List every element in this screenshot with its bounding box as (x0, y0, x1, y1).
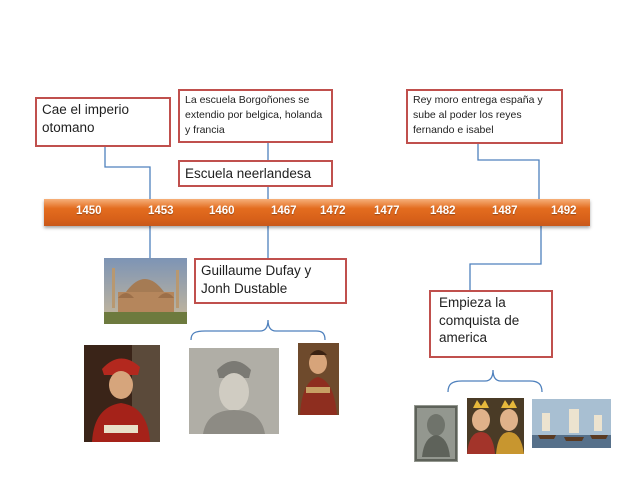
box-imperio-otomano: Cae el imperio otomano (35, 97, 171, 147)
portrait-red-hat (84, 345, 160, 442)
box-comquista-america: Empieza la comquista de america (429, 290, 553, 358)
connector-1492-down (469, 226, 542, 290)
year-label: 1460 (209, 205, 235, 217)
box-rey-moro: Rey moro entrega españa y sube al poder … (406, 89, 563, 144)
year-label: 1453 (148, 205, 174, 217)
brace-america (447, 369, 543, 393)
year-label: 1482 (430, 205, 456, 217)
box-dufay-dustable: Guillaume Dufay y Jonh Dustable (194, 258, 347, 304)
year-label: 1492 (551, 205, 577, 217)
portrait-musician (298, 343, 339, 415)
box-escuela-neerlandesa: Escuela neerlandesa (178, 160, 333, 187)
hagia-sophia-photo (104, 258, 187, 324)
year-label: 1450 (76, 205, 102, 217)
year-label: 1477 (374, 205, 400, 217)
box-escuela-borgonones: La escuela Borgoñones se extendio por be… (178, 89, 333, 143)
caravels (532, 399, 611, 448)
timeline-bar (44, 199, 590, 226)
connector-imperio (104, 147, 151, 199)
year-label: 1467 (271, 205, 297, 217)
catholic-monarchs (467, 398, 524, 454)
columbus-bust (414, 405, 458, 462)
year-label: 1487 (492, 205, 518, 217)
connector-reymoro (477, 144, 540, 199)
year-label: 1472 (320, 205, 346, 217)
portrait-grey (189, 348, 279, 434)
brace-dufay (190, 319, 326, 341)
